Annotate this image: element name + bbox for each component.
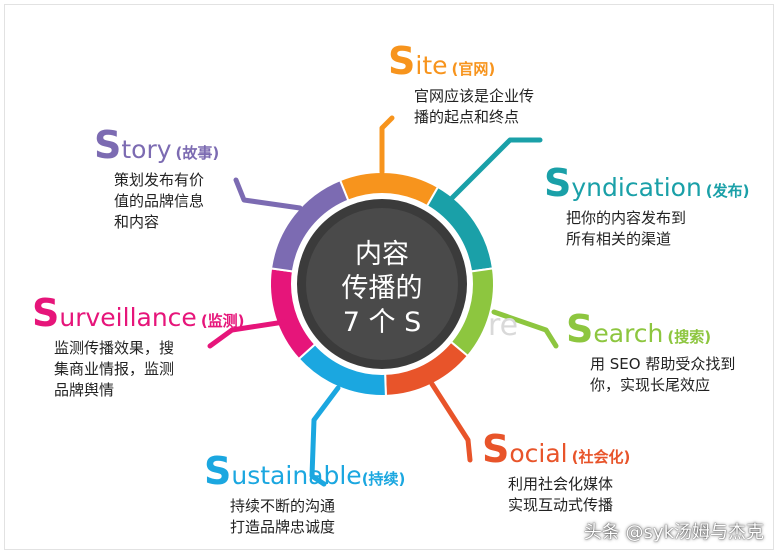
- center-line-2: 传播的: [341, 273, 423, 304]
- center-line-3: 7 个 S: [342, 307, 422, 338]
- connector-story: [233, 177, 303, 211]
- item-sustainable-letter: S: [204, 449, 232, 493]
- item-site-name: ite: [415, 51, 448, 80]
- item-surveillance-desc: 监测传播效果，搜 集商业情报，监测 品牌舆情: [54, 338, 245, 401]
- item-site-desc: 官网应该是企业传 播的起点和终点: [414, 86, 534, 128]
- connector-surveillance: [207, 319, 287, 349]
- item-syndication-desc: 把你的内容发布到 所有相关的渠道: [566, 208, 750, 250]
- item-syndication-name: yndication: [571, 173, 702, 202]
- item-sustainable-name: ustainable: [231, 461, 362, 490]
- item-story-name: tory: [121, 135, 172, 164]
- item-site-title: Site(官网): [388, 42, 534, 80]
- item-story-letter: S: [94, 123, 122, 167]
- item-syndication-cn: (发布): [705, 182, 750, 200]
- item-surveillance-desc-line: 监测传播效果，搜: [54, 339, 175, 357]
- item-site: Site(官网) 官网应该是企业传 播的起点和终点: [388, 42, 534, 128]
- item-sustainable: Sustainable(持续) 持续不断的沟通 打造品牌忠诚度: [204, 452, 405, 538]
- item-social-name: ocial: [509, 439, 568, 468]
- item-sustainable-desc: 持续不断的沟通 打造品牌忠诚度: [230, 496, 405, 538]
- item-story-desc-line: 和内容: [114, 213, 160, 231]
- item-syndication-title: Syndication(发布): [544, 164, 750, 202]
- item-surveillance-desc-line: 集商业情报，监测: [54, 360, 175, 378]
- connector-search: [491, 309, 559, 349]
- item-search-cn: (搜索): [667, 328, 712, 346]
- item-search-desc-line: 你，实现长尾效应: [590, 376, 711, 394]
- item-surveillance-letter: S: [32, 291, 60, 335]
- watermark: 头条 @syk汤姆与杰克: [583, 522, 764, 543]
- item-syndication-desc-line: 把你的内容发布到: [566, 209, 687, 227]
- item-surveillance-cn: (监测): [200, 312, 245, 330]
- item-search-title: Search(搜索): [566, 310, 735, 348]
- item-search-name: earch: [593, 319, 664, 348]
- item-story: Story(故事) 策划发布有价 值的品牌信息 和内容: [94, 126, 219, 233]
- item-social-cn: (社会化): [571, 448, 631, 466]
- item-surveillance-desc-line: 品牌舆情: [54, 381, 115, 399]
- connector-sustainable: [309, 385, 341, 487]
- item-search-desc: 用 SEO 帮助受众找到 你，实现长尾效应: [590, 354, 735, 396]
- item-surveillance: Surveillance(监测) 监测传播效果，搜 集商业情报，监测 品牌舆情: [32, 294, 245, 401]
- item-syndication-letter: S: [544, 161, 572, 205]
- item-social-desc: 利用社会化媒体 实现互动式传播: [508, 474, 630, 516]
- item-site-desc-line: 播的起点和终点: [414, 108, 520, 126]
- center-label: 内容 传播的 7 个 S: [322, 238, 442, 340]
- item-sustainable-cn: (持续): [361, 470, 406, 488]
- connector-site: [379, 115, 395, 175]
- item-search: Search(搜索) 用 SEO 帮助受众找到 你，实现长尾效应: [566, 310, 735, 396]
- item-search-desc-line: 用 SEO 帮助受众找到: [590, 355, 736, 373]
- item-story-desc-line: 策划发布有价: [114, 171, 205, 189]
- item-syndication-desc-line: 所有相关的渠道: [566, 230, 672, 248]
- item-site-letter: S: [388, 39, 416, 83]
- item-social-title: Social(社会化): [482, 430, 630, 468]
- item-social-desc-line: 利用社会化媒体: [508, 475, 614, 493]
- item-surveillance-name: urveillance: [59, 303, 197, 332]
- color-ring: [269, 171, 495, 397]
- item-social-desc-line: 实现互动式传播: [508, 496, 614, 514]
- connector-lines: [207, 115, 559, 487]
- connector-social: [429, 381, 473, 463]
- item-social-letter: S: [482, 427, 510, 471]
- item-story-cn: (故事): [175, 144, 220, 162]
- item-story-title: Story(故事): [94, 126, 219, 164]
- item-site-cn: (官网): [451, 60, 496, 78]
- item-site-desc-line: 官网应该是企业传: [414, 87, 535, 105]
- center-circle-inner: [306, 208, 458, 360]
- image-frame: [4, 4, 774, 550]
- center-line-1: 内容: [355, 239, 409, 270]
- item-story-desc: 策划发布有价 值的品牌信息 和内容: [114, 170, 219, 233]
- item-sustainable-desc-line: 持续不断的沟通: [230, 497, 336, 515]
- item-syndication: Syndication(发布) 把你的内容发布到 所有相关的渠道: [544, 164, 750, 250]
- item-surveillance-title: Surveillance(监测): [32, 294, 245, 332]
- item-social: Social(社会化) 利用社会化媒体 实现互动式传播: [482, 430, 630, 516]
- connector-syndication: [449, 137, 543, 201]
- item-story-desc-line: 值的品牌信息: [114, 192, 205, 210]
- ghost-text: re: [488, 308, 519, 343]
- item-sustainable-desc-line: 打造品牌忠诚度: [230, 518, 336, 536]
- item-sustainable-title: Sustainable(持续): [204, 452, 405, 490]
- item-search-letter: S: [566, 307, 594, 351]
